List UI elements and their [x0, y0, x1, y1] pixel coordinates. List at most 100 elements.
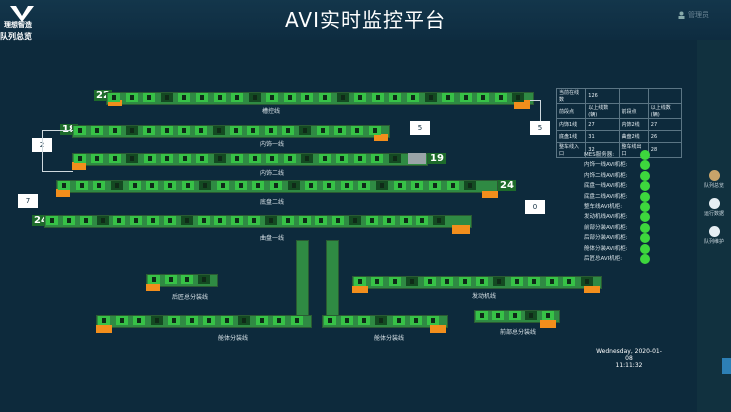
tray-slot: [234, 181, 247, 190]
side-tab[interactable]: [722, 358, 731, 374]
tray-slot: [128, 181, 141, 190]
status-dot: [640, 212, 650, 223]
section-label: 发动机线: [472, 293, 497, 300]
tray-slot: [231, 93, 244, 102]
status-dot: [640, 181, 650, 192]
orange-slot: [514, 100, 530, 109]
section-label: 后匠总分装线: [172, 294, 209, 301]
tray-slot: [406, 277, 419, 286]
tray-slot: [332, 216, 345, 225]
orange-slot: [56, 189, 70, 197]
tray-slot: [247, 126, 260, 135]
tray-slot: [376, 181, 388, 190]
vertical-conveyor: [296, 240, 309, 322]
tray-slot: [199, 181, 212, 190]
tray-slot: [197, 216, 210, 225]
tray-slot: [358, 316, 371, 325]
section-label: 舱体分装线: [218, 335, 249, 342]
queue-icon: [708, 170, 720, 181]
tray-slot: [301, 154, 314, 163]
tray-slot: [318, 154, 331, 163]
tray-slot: [382, 216, 395, 225]
tray-slot: [195, 93, 208, 102]
tray-slot: [238, 316, 250, 325]
tray-slot: [231, 216, 244, 225]
tray-slot: [354, 93, 367, 102]
line-label: 底盘二线: [260, 199, 285, 206]
tray-slot: [442, 93, 455, 102]
tray-slot: [283, 154, 296, 163]
tray-slot: [264, 216, 277, 225]
tray-slot: [143, 154, 156, 163]
sidebar-item-queue-maintenance[interactable]: 队列维护: [697, 226, 731, 245]
tray-slot: [252, 181, 265, 190]
mes-status-label: 内饰一线AVI机柜:: [584, 162, 628, 169]
tray-slot: [336, 154, 349, 163]
tray-slot: [368, 126, 381, 135]
tray-slot: [545, 277, 558, 286]
tray-slot: [163, 216, 176, 225]
status-dot: [640, 170, 650, 181]
mes-status-label: MES服务器:: [584, 152, 615, 158]
tray-slot: [340, 181, 353, 190]
tray-slot: [371, 93, 384, 102]
line-label: 内饰一线: [260, 141, 285, 148]
tray-slot: [203, 316, 215, 325]
sidebar-item-queue-overview[interactable]: 队列总览: [697, 170, 731, 189]
tray-slot: [62, 216, 75, 225]
tray-slot: [287, 181, 300, 190]
data-icon: [708, 198, 720, 209]
vertical-conveyor: [326, 240, 339, 322]
tray-slot: [441, 277, 454, 286]
tray-slot: [301, 93, 314, 102]
line-label: 内饰二线: [260, 170, 285, 177]
status-dot: [640, 202, 650, 212]
tray-slot: [282, 126, 294, 135]
user-menu[interactable]: 管理员: [678, 10, 709, 20]
tray-slot: [264, 126, 277, 135]
tray-slot: [108, 93, 120, 102]
tray-slot: [393, 181, 406, 190]
tray-slot: [178, 93, 191, 102]
mes-status-label: 后匠总AVI机柜:: [584, 256, 623, 262]
tray-slot: [79, 216, 92, 225]
tray-slot: [508, 311, 521, 320]
tray-slot: [273, 316, 285, 325]
sidebar-item-run-data[interactable]: 运行数据: [697, 198, 731, 217]
connector: [42, 130, 73, 172]
tray-slot: [388, 154, 401, 163]
tray-slot: [299, 126, 312, 135]
tray-slot: [388, 277, 401, 286]
tray-slot: [178, 126, 190, 135]
tray-slot: [371, 154, 384, 163]
tray-slot: [217, 181, 229, 190]
tray-slot: [270, 181, 282, 190]
orange-slot: [452, 225, 470, 234]
tray-slot: [580, 277, 593, 286]
tray-slot: [98, 316, 110, 325]
connector: [530, 100, 541, 121]
tray-slot: [446, 181, 459, 190]
tray-slot: [93, 181, 106, 190]
tray-slot: [220, 316, 233, 325]
tray-slot: [324, 316, 336, 325]
tray-slot: [178, 154, 191, 163]
tray-slot: [305, 181, 318, 190]
tray-slot: [146, 181, 159, 190]
tray-slot: [266, 154, 279, 163]
tray-slot: [512, 93, 525, 102]
line-number: 19: [428, 153, 446, 164]
maintenance-icon: [708, 226, 720, 237]
tray-slot: [164, 275, 177, 284]
tray-slot: [336, 93, 349, 102]
tray-slot: [91, 154, 104, 163]
tray-slot: [316, 126, 329, 135]
status-dot: [640, 254, 650, 264]
tray-slot: [148, 275, 160, 284]
tray-slot: [365, 216, 378, 225]
tray-slot: [494, 93, 507, 102]
tray-slot: [334, 126, 346, 135]
mes-status-label: 底盘一线AVI机柜:: [584, 183, 628, 190]
tray-slot: [433, 216, 446, 225]
tray-slot: [458, 277, 471, 286]
